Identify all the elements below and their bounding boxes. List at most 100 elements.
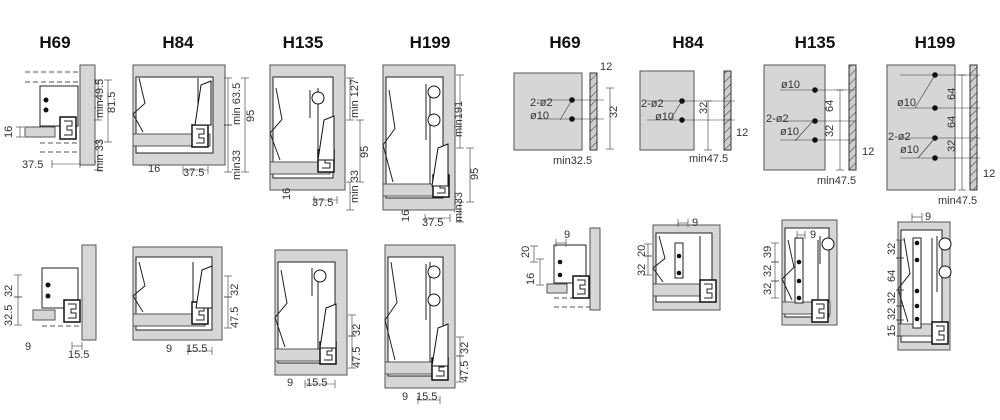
drawer-side-box — [794, 237, 804, 304]
section-title: H199 — [915, 33, 956, 52]
drawer-side-box — [674, 242, 684, 279]
runner-profile — [811, 299, 829, 323]
break-line — [132, 77, 146, 133]
dimension-label: 12 — [862, 146, 874, 158]
dimension-label: 32 — [636, 264, 648, 276]
hook-slot — [821, 237, 835, 251]
dimension-label: 15.5 — [416, 391, 437, 403]
dimension-label: min47.5 — [938, 195, 977, 207]
worktop-dashed — [25, 71, 80, 83]
dimension-label: 9 — [287, 377, 293, 389]
screw — [557, 259, 563, 265]
cabinet-wall — [589, 227, 601, 311]
dimension-label: 32 — [351, 324, 363, 336]
dimension-label: 32 — [886, 243, 898, 255]
dimension-label: 32.5 — [3, 305, 15, 326]
screw — [676, 253, 682, 259]
dimension-label: 9 — [564, 229, 570, 241]
runner-profile — [191, 124, 209, 148]
dimension-label: 2-ø2 — [888, 131, 911, 143]
drawer-side-box — [39, 85, 79, 127]
drawer-bottom — [24, 126, 56, 138]
screw — [45, 293, 51, 299]
dimension-label: 2-ø2 — [530, 97, 553, 109]
hook-slot — [427, 85, 441, 99]
dimension-label: 64 — [886, 270, 898, 282]
drawer-side-box — [912, 237, 922, 329]
dimension-label: min 33 — [349, 170, 361, 203]
dimension-label: 47.5 — [229, 307, 241, 328]
dimension-label: 9 — [25, 341, 31, 353]
runner-detail — [577, 279, 586, 295]
dimension-label: 37.5 — [183, 167, 204, 179]
drill-hole — [812, 118, 818, 124]
dimension-label: 32 — [762, 283, 774, 295]
dimension-label: 12 — [736, 127, 748, 139]
dimension-label: 15.5 — [306, 377, 327, 389]
hook-slot — [427, 293, 441, 307]
lower-panel-dashed — [40, 142, 78, 153]
cabinet-side-section — [723, 70, 732, 151]
drill-hole — [812, 137, 818, 143]
screw — [796, 295, 802, 301]
section-title: H199 — [410, 33, 451, 52]
break-line — [897, 237, 911, 323]
screw — [914, 257, 920, 263]
dimension-label: 32 — [459, 342, 471, 354]
dimension-label: 20 — [520, 246, 532, 258]
cabinet-side-section — [969, 64, 978, 191]
dimension-label: 37.5 — [22, 159, 43, 171]
hook-slot — [938, 265, 952, 279]
rear-bracket — [431, 323, 449, 367]
dimension-label: 32 — [946, 140, 958, 152]
screw — [914, 303, 920, 309]
hook-slot — [938, 237, 952, 251]
cabinet-wall — [81, 244, 97, 341]
dimension-label: 39 — [762, 246, 774, 258]
dimension-label: 95 — [359, 146, 371, 158]
section-title: H84 — [162, 33, 194, 52]
drawer-bottom — [546, 283, 568, 294]
dimension-label: 16 — [400, 210, 412, 222]
dimension-label: 16 — [281, 188, 293, 200]
dimension-label: 64 — [946, 88, 958, 100]
runner-profile — [931, 321, 949, 345]
dimension-label: 64 — [824, 100, 836, 112]
dimension-label: 16 — [3, 126, 15, 138]
screw — [45, 282, 51, 288]
runner-detail — [936, 325, 945, 341]
rear-bracket — [195, 265, 213, 309]
runner-profile — [59, 116, 77, 140]
dimension-label: 32 — [886, 308, 898, 320]
rear-bracket — [431, 143, 449, 187]
rear-bracket — [319, 303, 337, 349]
dimension-label: 12 — [983, 168, 995, 180]
leader-line — [669, 100, 683, 121]
screw — [43, 107, 49, 113]
rear-bracket — [317, 115, 335, 161]
dimension-label: 64 — [946, 116, 958, 128]
dimension-label: 9 — [692, 217, 698, 229]
dimension-label: ø10 — [781, 79, 800, 91]
dimension-label: ø10 — [780, 126, 799, 138]
break-line — [384, 261, 398, 361]
dimension-label: 32 — [886, 292, 898, 304]
dimension-label: min 33 — [94, 139, 106, 172]
screw — [914, 288, 920, 294]
dimension-label: 32 — [698, 102, 710, 114]
dimension-label: min 127 — [349, 79, 361, 118]
dimension-label: ø10 — [655, 111, 674, 123]
drill-hole — [932, 155, 938, 161]
dimension-label: 15.5 — [186, 343, 207, 355]
dimension-label: ø10 — [897, 97, 916, 109]
dimension-label: 9 — [402, 391, 408, 403]
dimension-label: 32 — [229, 284, 241, 296]
dimension-label: ø10 — [900, 144, 919, 156]
hook-slot — [427, 113, 441, 127]
break-line — [132, 261, 146, 313]
hook-slot — [427, 265, 441, 279]
dimension-label: min47.5 — [817, 175, 856, 187]
cabinet-side-section — [589, 72, 598, 151]
dimension-label: 15.5 — [68, 349, 89, 361]
break-line — [781, 239, 795, 301]
